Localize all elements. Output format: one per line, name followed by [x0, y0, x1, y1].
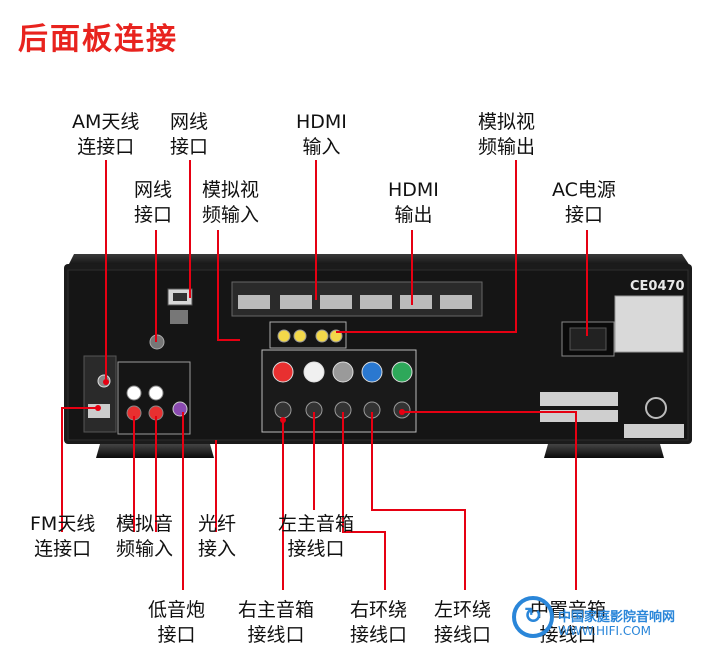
label-line: 模拟视 [202, 179, 260, 201]
label-line: 输入 [302, 136, 341, 158]
label-analog-video-out: 模拟视 频输出 [478, 110, 535, 160]
label-right-surround: 右环绕 接线口 [350, 598, 407, 648]
label-line: 网线 [134, 179, 173, 201]
label-line: 低音炮 [148, 599, 206, 621]
label-hdmi-out: HDMI 输出 [388, 178, 439, 228]
label-line: 接线口 [434, 624, 492, 646]
label-fm-antenna: FM天线 连接口 [30, 512, 95, 562]
composite-video-block [269, 321, 347, 349]
callout-dots [95, 379, 405, 423]
label-line: 连接口 [34, 538, 92, 560]
label-analog-video-in: 模拟视 频输入 [202, 178, 259, 228]
label-network-mid: 网线 接口 [134, 178, 172, 228]
label-line: 接线口 [539, 624, 597, 646]
label-line: 输出 [394, 204, 433, 226]
label-line: AC电源 [552, 179, 616, 201]
label-line: 接口 [134, 204, 173, 226]
label-line: 模拟音 [116, 513, 174, 535]
label-line: 接线口 [247, 624, 305, 646]
analog-audio-block [117, 334, 191, 435]
label-line: 网线 [170, 111, 209, 133]
label-line: HDMI [388, 179, 439, 201]
label-subwoofer: 低音炮 接口 [148, 598, 205, 648]
label-line: FM天线 [30, 513, 96, 535]
label-line: 接入 [198, 538, 237, 560]
label-line: 左主音箱 [278, 513, 355, 535]
label-line: 接口 [564, 204, 603, 226]
label-line: AM天线 [72, 111, 140, 133]
label-line: 频输入 [202, 204, 260, 226]
ce-mark: CE0470 [630, 279, 685, 294]
label-right-main-speaker: 右主音箱 接线口 [238, 598, 314, 648]
label-line: 模拟视 [478, 111, 536, 133]
label-hdmi-in: HDMI 输入 [296, 110, 347, 160]
label-line: HDMI [296, 111, 347, 133]
label-am-antenna: AM天线 连接口 [72, 110, 139, 160]
label-line: 连接口 [77, 136, 135, 158]
label-line: 频输出 [478, 136, 536, 158]
label-line: 频输入 [116, 538, 174, 560]
label-line: 接线口 [350, 624, 408, 646]
hifi-logo-icon: ↻ [512, 596, 554, 638]
label-line: 右主音箱 [238, 599, 315, 621]
network-area [167, 288, 193, 324]
speaker-terminals [261, 349, 417, 433]
label-left-surround: 左环绕 接线口 [434, 598, 491, 648]
label-line: 右环绕 [350, 599, 408, 621]
label-ac-power: AC电源 接口 [552, 178, 616, 228]
label-optical-in: 光纤 接入 [198, 512, 236, 562]
watermark-line1: 中国家庭影院音响网 [558, 610, 676, 625]
label-line: 光纤 [198, 513, 237, 535]
label-line: 接线口 [287, 538, 345, 560]
watermark: ↻ 中国家庭影院音响网 WWW.HIFI.COM [512, 596, 722, 644]
label-line: 左环绕 [434, 599, 492, 621]
label-line: 接口 [157, 624, 196, 646]
label-network-top: 网线 接口 [170, 110, 208, 160]
watermark-line2: WWW.HIFI.COM [558, 624, 652, 638]
label-analog-audio-in: 模拟音 频输入 [116, 512, 173, 562]
label-left-main-speaker: 左主音箱 接线口 [278, 512, 354, 562]
antenna-plate [83, 355, 117, 433]
right-foot [544, 444, 664, 458]
callout-lines [61, 160, 588, 590]
hdmi-strip [231, 281, 483, 317]
label-line: 接口 [170, 136, 209, 158]
page-title: 后面板连接 [18, 22, 178, 57]
